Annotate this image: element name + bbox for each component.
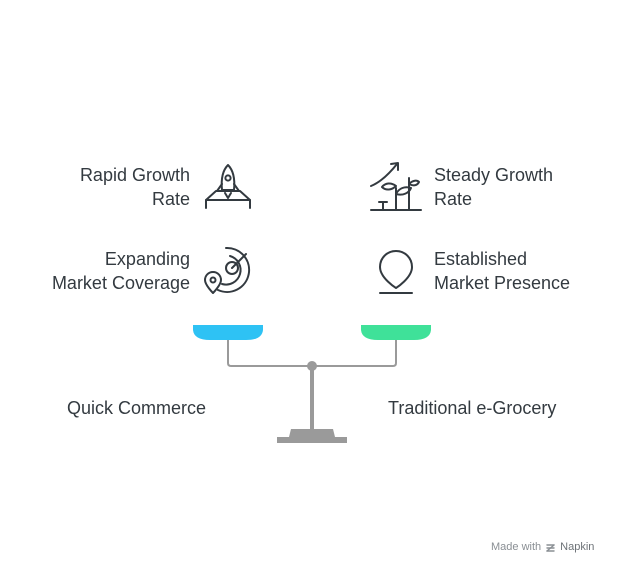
right-item-2-label: Established Market Presence — [434, 247, 570, 295]
scale-base — [289, 429, 335, 437]
right-item-2-line2: Market Presence — [434, 273, 571, 293]
left-item-1-line1: Rapid Growth — [79, 165, 190, 185]
left-group-title: Quick Commerce — [67, 398, 207, 418]
right-item-1-line2: Rate — [434, 189, 473, 209]
left-pan — [193, 325, 263, 340]
left-item-1-label: Rapid Growth Rate — [80, 163, 190, 211]
napkin-logo-icon — [546, 543, 555, 552]
rocket-icon — [205, 164, 251, 209]
scale-pivot — [307, 361, 317, 371]
left-item-2-line1: Expanding — [104, 249, 190, 269]
scale-foot — [277, 437, 347, 443]
left-item-2-label: Expanding Market Coverage — [52, 247, 190, 295]
footer-credit: Made with Napkin — [491, 541, 594, 553]
right-item-2-line1: Established — [434, 249, 528, 269]
right-group-title: Traditional e-Grocery — [388, 398, 557, 418]
footer-made-with: Made with — [491, 541, 542, 553]
right-item-1-line1: Steady Growth — [434, 165, 554, 185]
left-item-1-line2: Rate — [151, 189, 190, 209]
growing-plant-icon — [370, 162, 422, 211]
balance-scale — [193, 325, 431, 443]
footer-brand: Napkin — [560, 541, 595, 553]
right-item-1-label: Steady Growth Rate — [434, 163, 553, 211]
right-pan — [361, 325, 431, 340]
left-item-2-line2: Market Coverage — [51, 273, 190, 293]
radar-location-icon — [204, 246, 251, 294]
map-pin-icon — [379, 250, 413, 294]
scale-pillar — [310, 366, 314, 431]
